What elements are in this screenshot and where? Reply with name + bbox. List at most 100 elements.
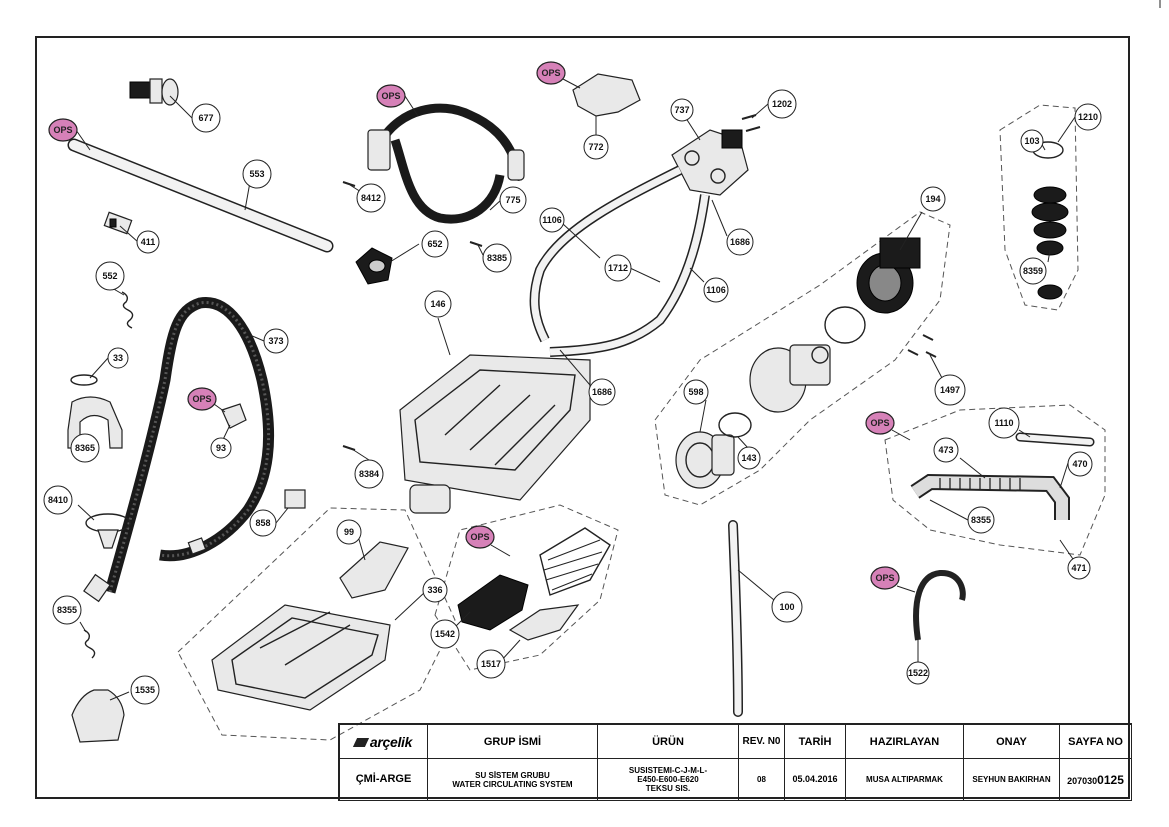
callout-194: 194 <box>920 186 946 212</box>
callout-677: 677 <box>191 103 221 133</box>
svg-text:1535: 1535 <box>135 685 155 695</box>
part-146-drawer-housing <box>399 354 591 514</box>
callout-1517: 1517 <box>476 649 506 679</box>
title-block: arçelik GRUP İSMİ ÜRÜN REV. N0 TARİH HAZ… <box>338 723 1132 801</box>
part-8410-clamp <box>85 513 131 549</box>
page-number-prefix: 207030 <box>1067 775 1098 786</box>
part-1210-dosing-pump <box>1031 141 1069 300</box>
svg-text:598: 598 <box>688 387 703 397</box>
approved-by: SEYHUN BAKIRHAN <box>963 758 1060 801</box>
callout-8385: 8385 <box>482 243 512 273</box>
part-1535-clip <box>71 689 125 743</box>
part-mesh-filter <box>539 527 611 596</box>
svg-text:194: 194 <box>925 194 940 204</box>
logo-mark-icon <box>352 738 369 748</box>
tray-group-outline <box>177 507 456 741</box>
part-858-block <box>284 489 306 509</box>
part-99-bracket <box>339 541 409 599</box>
part-552-clamp <box>121 291 134 329</box>
callout-8412: 8412 <box>356 183 386 213</box>
callout-93: 93 <box>210 437 232 459</box>
callout-858: 858 <box>249 509 277 537</box>
svg-text:143: 143 <box>741 453 756 463</box>
part-93-clip <box>221 403 247 429</box>
part-411-clip <box>103 211 133 235</box>
svg-text:1686: 1686 <box>592 387 612 397</box>
approval-header: ONAY <box>963 725 1060 759</box>
svg-text:8365: 8365 <box>75 443 95 453</box>
callout-553: 553 <box>242 159 272 189</box>
hose-group-outline <box>884 404 1106 556</box>
part-33-ring <box>70 374 98 386</box>
svg-text:411: 411 <box>141 237 156 247</box>
pump-group-outline <box>654 211 951 506</box>
date-header: TARİH <box>784 725 846 759</box>
svg-text:373: 373 <box>268 336 283 346</box>
part-373-drain-hose <box>83 297 275 603</box>
company-logo: arçelik <box>340 725 428 759</box>
svg-text:8384: 8384 <box>359 469 379 479</box>
callout-1202: 1202 <box>767 89 797 119</box>
callout-1542: 1542 <box>430 619 460 649</box>
prepared-by: MUSA ALTIPARMAK <box>845 758 964 801</box>
callout-598: 598 <box>683 379 709 405</box>
svg-text:1210: 1210 <box>1078 112 1098 122</box>
prepared-header: HAZIRLAYAN <box>845 725 964 759</box>
part-pump-body <box>749 344 831 413</box>
part-775-inlet-hose <box>367 103 525 224</box>
svg-text:772: 772 <box>588 142 603 152</box>
callout-411: 411 <box>136 230 160 254</box>
svg-text:1522: 1522 <box>908 668 928 678</box>
callout-1686-b: 1686 <box>588 378 616 406</box>
product-line-2: E450-E600-E620 <box>637 775 699 784</box>
callout-1686: 1686 <box>726 228 754 256</box>
callout-373: 373 <box>263 328 289 354</box>
part-100-hose <box>728 520 743 717</box>
part-8412-screw <box>342 181 356 187</box>
svg-text:8385: 8385 <box>487 253 507 263</box>
callout-470: 470 <box>1067 451 1093 477</box>
callout-1110: 1110 <box>988 407 1020 439</box>
svg-text:1686: 1686 <box>730 237 750 247</box>
callout-146: 146 <box>424 290 452 318</box>
callout-8355: 8355 <box>52 595 82 625</box>
page-number-suffix: 0125 <box>1097 772 1124 787</box>
product-header: ÜRÜN <box>597 725 739 759</box>
ops-tag: OPS <box>48 118 78 142</box>
svg-text:99: 99 <box>344 527 354 537</box>
rev-value: 08 <box>738 758 785 801</box>
svg-text:1202: 1202 <box>772 99 792 109</box>
svg-text:1497: 1497 <box>940 385 960 395</box>
svg-text:553: 553 <box>249 169 264 179</box>
svg-text:858: 858 <box>255 518 270 528</box>
part-652-bellow <box>355 247 393 285</box>
svg-text:1542: 1542 <box>435 629 455 639</box>
svg-text:1517: 1517 <box>481 659 501 669</box>
callout-8355-b: 8355 <box>967 506 995 534</box>
group-name-tr: SU SİSTEM GRUBU <box>475 770 550 780</box>
part-194-motor <box>856 237 921 314</box>
svg-text:652: 652 <box>427 239 442 249</box>
ops-tag: OPS <box>465 525 495 549</box>
svg-text:552: 552 <box>102 271 117 281</box>
callout-775: 775 <box>499 186 527 214</box>
page-header: SAYFA NO <box>1059 725 1132 759</box>
part-1542-holder <box>457 574 529 631</box>
callout-8359: 8359 <box>1019 257 1047 285</box>
callout-772: 772 <box>583 134 609 160</box>
callout-1522: 1522 <box>906 661 930 685</box>
ops-tag: OPS <box>536 61 566 85</box>
callout-1712: 1712 <box>604 254 632 282</box>
part-1202-screw-2 <box>745 126 761 132</box>
callout-143: 143 <box>737 446 761 470</box>
svg-text:8412: 8412 <box>361 193 381 203</box>
part-336-tray <box>211 604 391 711</box>
part-473-corrugated-hose <box>910 473 1070 520</box>
callout-1106: 1106 <box>539 207 565 233</box>
svg-text:1712: 1712 <box>608 263 628 273</box>
svg-text:146: 146 <box>430 299 445 309</box>
callout-99: 99 <box>336 519 362 545</box>
svg-text:470: 470 <box>1072 459 1087 469</box>
